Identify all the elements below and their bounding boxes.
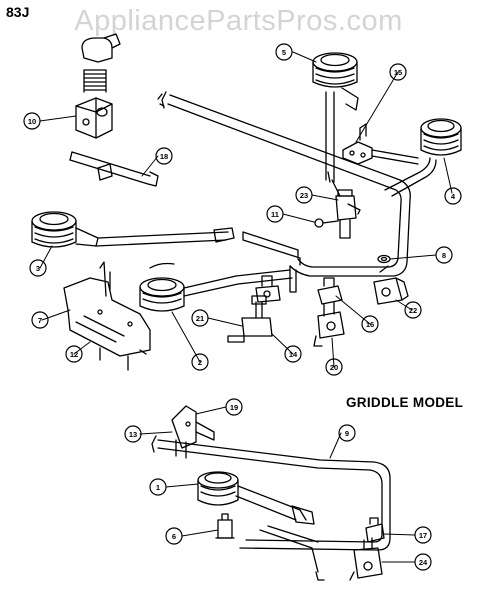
valve-14 — [255, 275, 281, 303]
callout-21: 21 — [196, 314, 204, 323]
valve-23 — [327, 171, 361, 239]
callout-circles — [23, 43, 462, 571]
burner-5 — [312, 52, 359, 183]
callout-10: 10 — [28, 117, 36, 126]
griddle-orifice-6 — [215, 513, 235, 539]
callout-24: 24 — [419, 558, 428, 567]
callout-6: 6 — [172, 532, 176, 541]
valve-22 — [373, 265, 409, 305]
callout-9: 9 — [345, 429, 349, 438]
callout-4: 4 — [451, 192, 456, 201]
griddle-manifold — [151, 435, 391, 581]
washer-8 — [377, 254, 391, 264]
callout-3: 3 — [36, 264, 40, 273]
leader-lines — [39, 51, 453, 563]
valve-20 — [313, 301, 345, 347]
orifice-18 — [69, 151, 159, 187]
burner-4 — [384, 118, 462, 197]
callout-11: 11 — [271, 210, 279, 219]
callout-15: 15 — [394, 68, 402, 77]
griddle-model-heading: GRIDDLE MODEL — [346, 395, 464, 410]
center-bracket — [242, 231, 301, 293]
regulator-10 — [75, 97, 113, 139]
callout-19: 19 — [230, 403, 238, 412]
valve-21 — [227, 295, 273, 343]
callout-7: 7 — [38, 316, 42, 325]
callout-1: 1 — [156, 483, 160, 492]
screw-11 — [314, 218, 339, 228]
callout-16: 16 — [366, 320, 374, 329]
griddle-valve-24 — [349, 537, 383, 581]
burner-3 — [31, 211, 235, 248]
callout-14: 14 — [289, 350, 298, 359]
callout-12: 12 — [70, 350, 78, 359]
callout-2: 2 — [198, 358, 202, 367]
griddle-burner-1 — [197, 471, 315, 525]
griddle-bracket-19 — [171, 405, 215, 459]
bracket-7 — [63, 261, 151, 371]
elbow-fitting — [81, 33, 121, 93]
callout-20: 20 — [330, 363, 338, 372]
callout-5: 5 — [282, 48, 286, 57]
griddle-valve-17 — [365, 517, 385, 543]
burner-2 — [139, 262, 293, 312]
callout-8: 8 — [442, 251, 446, 260]
callout-17: 17 — [419, 531, 427, 540]
callout-13: 13 — [129, 430, 137, 439]
diagram-code: 83J — [6, 4, 30, 20]
callout-labels: 5 15 10 18 4 23 11 3 8 7 21 16 22 12 2 1… — [28, 48, 456, 567]
callout-18: 18 — [160, 152, 168, 161]
valve-16 — [317, 277, 343, 305]
watermark-text: AppliancePartsPros.com — [74, 5, 403, 37]
callout-23: 23 — [300, 191, 308, 200]
manifold-pipe — [157, 91, 411, 277]
bracket-15 — [342, 123, 419, 165]
callout-22: 22 — [409, 306, 417, 315]
